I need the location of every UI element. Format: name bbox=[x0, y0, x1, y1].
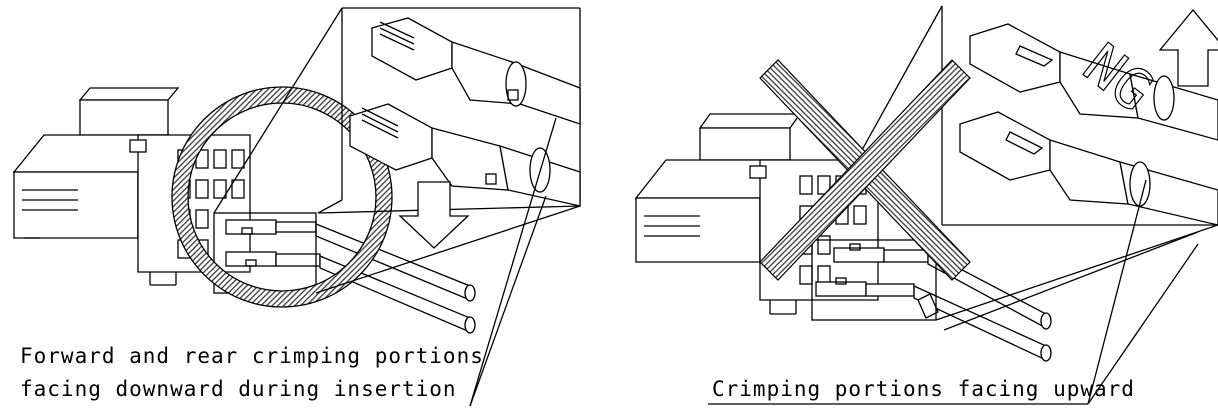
right-detail-box bbox=[811, 239, 937, 321]
right-figure: NG Crimping portions facing upward bbox=[634, 5, 1218, 405]
left-caption-line1: Forward and rear crimping portions bbox=[20, 344, 484, 368]
cross-ng-mark bbox=[759, 59, 971, 281]
left-zoom-inset bbox=[213, 7, 581, 294]
right-leader-line-3 bbox=[943, 231, 1199, 331]
up-arrow bbox=[1158, 8, 1218, 87]
right-leader-line-1 bbox=[1087, 179, 1147, 405]
left-caption-line2: facing downward during insertion bbox=[20, 377, 457, 401]
right-caption: Crimping portions facing upward bbox=[712, 377, 1135, 401]
left-figure: Forward and rear crimping portions facin… bbox=[12, 7, 581, 407]
right-zoom-inset bbox=[811, 5, 1218, 321]
left-leader-line-1 bbox=[469, 117, 557, 407]
right-leader-line-2 bbox=[1087, 243, 1199, 405]
left-leader-line-2 bbox=[469, 195, 547, 407]
down-arrow bbox=[398, 181, 470, 249]
